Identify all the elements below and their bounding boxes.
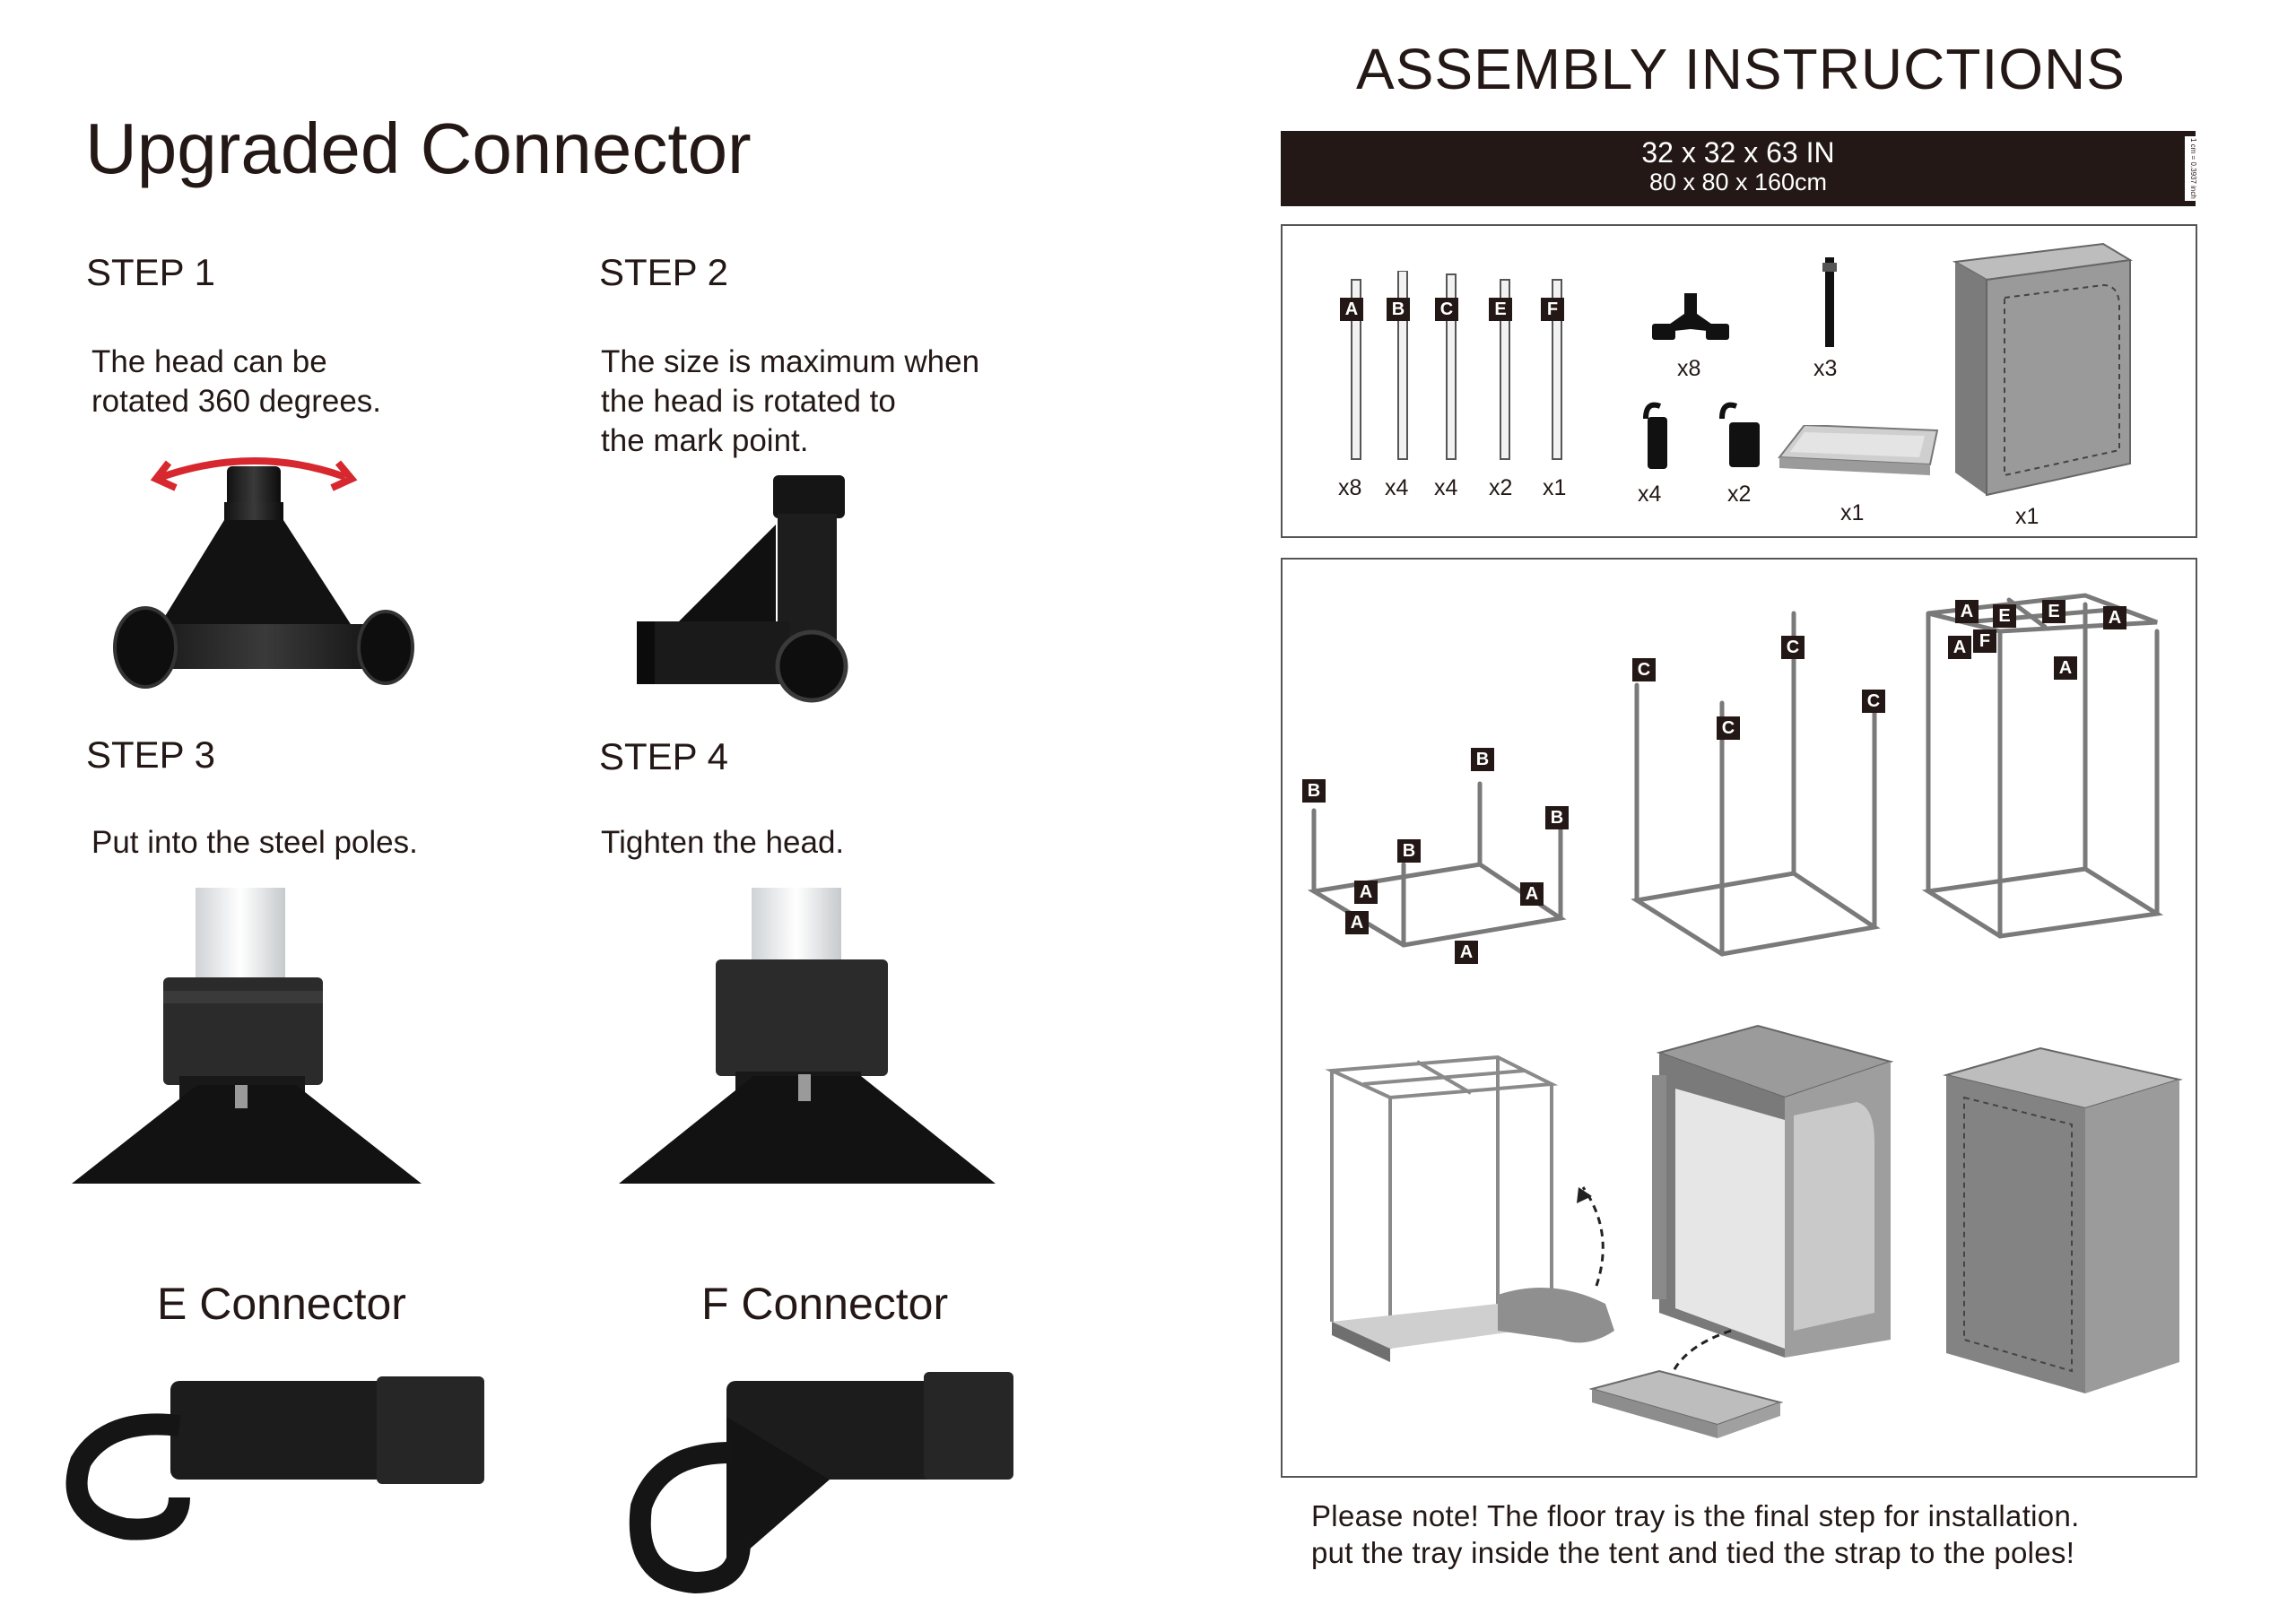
pole-b-count: x4 bbox=[1385, 475, 1409, 500]
diagram-tag-a-3: A bbox=[1455, 941, 1478, 964]
diagram-tag-a-4: A bbox=[1520, 882, 1544, 906]
diagram-tag-c-1: C bbox=[1632, 658, 1656, 681]
step-3-text: Put into the steel poles. bbox=[91, 825, 418, 860]
step-1-connector-image bbox=[113, 457, 414, 689]
pole-f-count: x1 bbox=[1543, 475, 1567, 500]
diagram-tag-e-1: E bbox=[1993, 604, 2016, 628]
diagram-tag-e-2: E bbox=[2042, 600, 2066, 623]
diagram-tag-a-7: A bbox=[1948, 636, 1971, 659]
diagram-tag-f-1: F bbox=[1973, 629, 1996, 653]
hook-f-icon bbox=[1719, 402, 1760, 467]
diagram-tag-a-2: A bbox=[1345, 911, 1369, 934]
diagram-tag-a-8: A bbox=[2054, 656, 2077, 680]
step-2-label: STEP 2 bbox=[599, 251, 728, 293]
installation-note: Please note! The floor tray is the final… bbox=[1311, 1499, 2080, 1569]
page-title: Upgraded Connector bbox=[85, 108, 752, 188]
size-centimeters: 80 x 80 x 160cm bbox=[1648, 169, 1828, 195]
assembly-title: ASSEMBLY INSTRUCTIONS bbox=[1356, 37, 2126, 101]
diagram-tag-c-3: C bbox=[1717, 716, 1740, 740]
diagram-tag-a-6: A bbox=[2103, 606, 2126, 629]
diagram-tag-b-4: B bbox=[1545, 806, 1569, 829]
corner-connector-icon bbox=[1652, 293, 1729, 340]
hook-f-count: x2 bbox=[1727, 482, 1752, 507]
tray-count: x1 bbox=[1840, 500, 1865, 525]
diagram-tag-b-3: B bbox=[1397, 839, 1421, 863]
step-2-text: The size is maximum when the head is rot… bbox=[601, 344, 980, 458]
diagram-tag-b-2: B bbox=[1471, 748, 1494, 771]
diagram-tag-c-4: C bbox=[1862, 690, 1885, 713]
step-4-label: STEP 4 bbox=[599, 735, 728, 777]
f-connector-label: F Connector bbox=[701, 1279, 949, 1329]
diagram-tag-a-1: A bbox=[1354, 881, 1378, 904]
part-tag-f: F bbox=[1541, 298, 1564, 321]
diagram-tag-a-5: A bbox=[1955, 600, 1979, 623]
e-connector-image bbox=[65, 1376, 484, 1541]
tray-icon bbox=[1778, 425, 1939, 475]
step-4-text: Tighten the head. bbox=[601, 825, 845, 860]
part-tag-b: B bbox=[1387, 298, 1410, 321]
assembly-steps-drawing bbox=[1307, 593, 2183, 1438]
diagram-tag-b-1: B bbox=[1302, 779, 1326, 803]
assembly-diagram-box: B B B B A A A A C C C C A E E A A F A bbox=[1281, 558, 2197, 1478]
parts-list-box: A B C E F x8 x4 x4 x2 x1 x8 x3 x4 x2 x1 bbox=[1281, 224, 2197, 538]
strap-count: x3 bbox=[1813, 356, 1838, 381]
step-4-pole-image bbox=[619, 888, 996, 1184]
pole-c-count: x4 bbox=[1434, 475, 1458, 500]
part-tag-c: C bbox=[1435, 298, 1458, 321]
step-1-text: The head can be rotated 360 degrees. bbox=[91, 344, 382, 419]
part-tag-e: E bbox=[1489, 298, 1512, 321]
f-connector-image bbox=[629, 1372, 1013, 1594]
tent-count: x1 bbox=[2015, 504, 2039, 529]
diagram-tag-c-2: C bbox=[1781, 636, 1805, 659]
step-1-label: STEP 1 bbox=[86, 251, 215, 293]
strap-icon bbox=[1822, 257, 1837, 347]
poles-drawing bbox=[1351, 271, 1562, 460]
step-2-connector-image bbox=[637, 475, 848, 703]
size-banner: 32 x 32 x 63 IN 80 x 80 x 160cm 1 cm = 0… bbox=[1281, 131, 2197, 206]
size-inches: 32 x 32 x 63 IN bbox=[1641, 136, 1835, 169]
hook-e-count: x4 bbox=[1638, 482, 1662, 507]
part-tag-a: A bbox=[1340, 298, 1363, 321]
corner-connector-count: x8 bbox=[1677, 356, 1701, 381]
pole-e-count: x2 bbox=[1489, 475, 1513, 500]
step-3-label: STEP 3 bbox=[86, 733, 215, 776]
hook-e-icon bbox=[1643, 402, 1667, 469]
pole-a-count: x8 bbox=[1338, 475, 1362, 500]
unit-conversion-note: 1 cm = 0.3937 inch bbox=[2185, 136, 2197, 201]
e-connector-label: E Connector bbox=[157, 1279, 406, 1329]
step-3-pole-image bbox=[72, 888, 422, 1184]
tent-icon bbox=[1952, 242, 2133, 497]
